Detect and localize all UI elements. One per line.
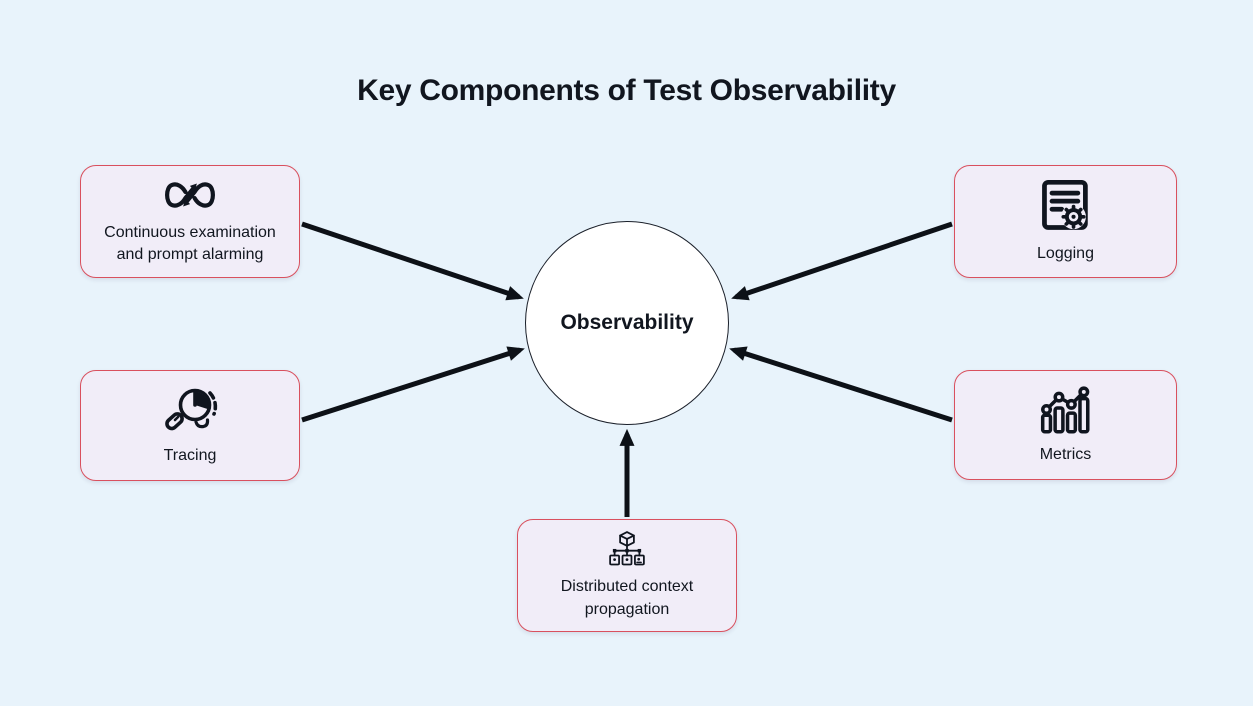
arrow-continuous-to-observability bbox=[301, 221, 524, 301]
component-label: Metrics bbox=[1039, 446, 1092, 464]
diagram-title: Key Components of Test Observability bbox=[357, 74, 896, 107]
component-label: Distributed context propagation bbox=[560, 578, 694, 618]
component-label: Logging bbox=[1037, 244, 1094, 262]
component-box-metrics: Metrics bbox=[954, 370, 1177, 480]
component-label: Tracing bbox=[163, 446, 217, 464]
magnifier-pie-chart-icon bbox=[165, 388, 218, 431]
arrow-tracing-to-observability bbox=[301, 346, 525, 423]
arrow-logging-to-observability bbox=[731, 221, 953, 301]
bar-chart-trend-icon bbox=[1040, 386, 1090, 434]
infinity-arrows-icon bbox=[165, 181, 215, 208]
component-box-tracing: Tracing bbox=[80, 370, 300, 481]
observability-label: Observability bbox=[560, 311, 694, 334]
document-gear-icon bbox=[1041, 179, 1088, 230]
component-box-logging: Logging bbox=[954, 165, 1177, 278]
component-label: Continuous examination and prompt alarmi… bbox=[104, 223, 276, 263]
distributed-nodes-icon bbox=[609, 531, 645, 566]
arrow-metrics-to-observability bbox=[729, 346, 953, 423]
component-box-distributed-context: Distributed context propagation bbox=[517, 519, 737, 632]
gear-glyph bbox=[1060, 204, 1086, 229]
component-box-continuous-examination: Continuous examination and prompt alarmi… bbox=[80, 165, 300, 278]
observability-circle: Observability bbox=[525, 221, 729, 425]
